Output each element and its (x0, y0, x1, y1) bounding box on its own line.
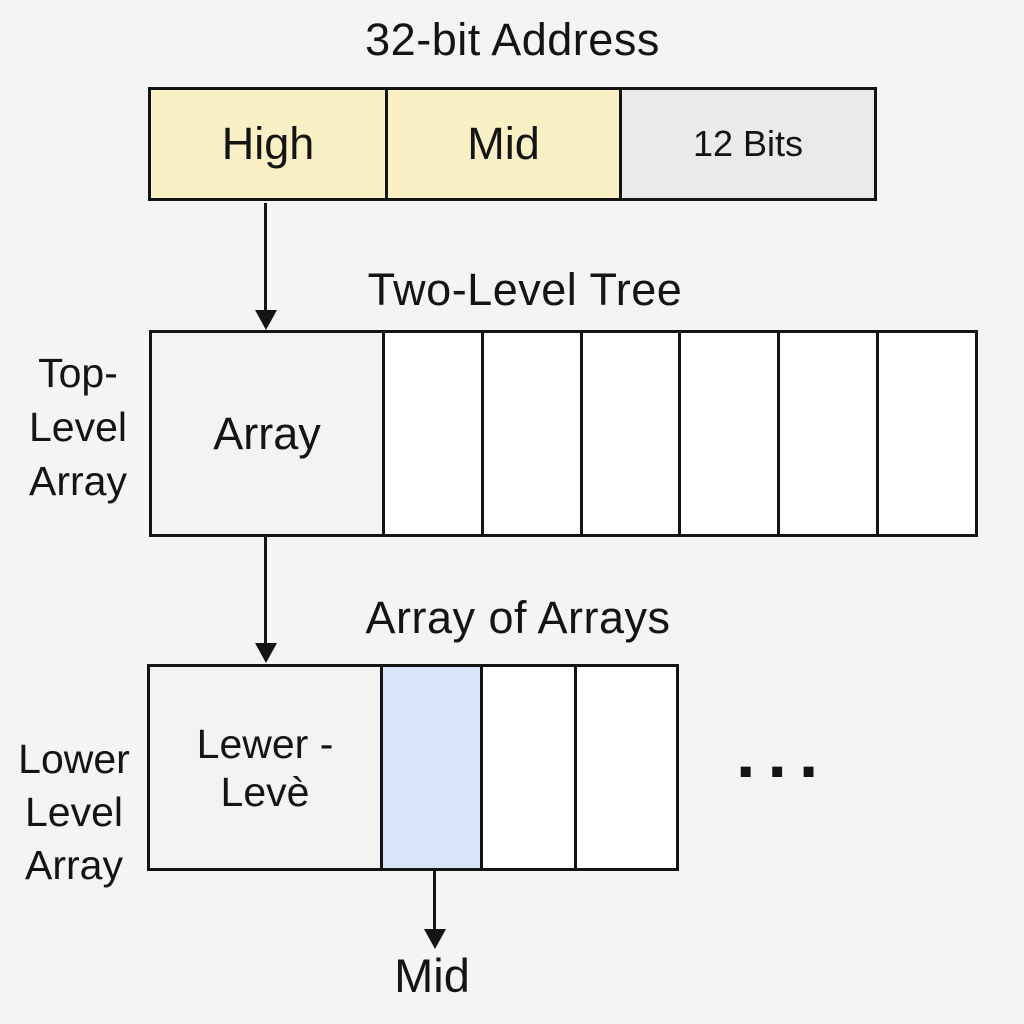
lower-level-array-side-label: Lower Level Array (0, 733, 148, 892)
top-array-empty-cell (579, 333, 679, 534)
top-array-empty-cell (678, 333, 778, 534)
two-level-tree-title: Two-Level Tree (367, 264, 683, 315)
arrow-high-to-top-array (254, 203, 277, 330)
address-cell-12bits: 12 Bits (619, 90, 874, 198)
top-array-empty-cell (876, 333, 975, 534)
top-array-empty-cell (777, 333, 877, 534)
side-label-line: Lower (18, 736, 130, 782)
address-box: High Mid 12 Bits (148, 87, 877, 201)
address-title: 32-bit Address (365, 14, 660, 65)
top-level-array-box: Array (149, 330, 978, 537)
arrow-array-to-lower-array (254, 537, 277, 663)
top-level-array-side-label: Top- Level Array (8, 346, 148, 508)
arrowhead-down-icon (254, 310, 277, 330)
side-label-line: Top- (38, 350, 118, 396)
lower-array-empty-cell (480, 667, 574, 868)
arrow-highlight-to-mid (423, 871, 446, 949)
lower-array-highlighted-cell (380, 667, 480, 868)
lower-level-array-box: Lewer - Levè (147, 664, 679, 871)
side-label-line: Array (29, 458, 127, 504)
mid-label: Mid (394, 949, 470, 1002)
lower-array-cell-label: Lewer - Levè (150, 667, 380, 868)
side-label-line: Array (25, 842, 123, 888)
lower-cell-line: Levè (220, 768, 310, 815)
array-of-arrays-title: Array of Arrays (365, 592, 671, 643)
arrowhead-down-icon (254, 643, 277, 663)
top-array-cell-array: Array (152, 333, 382, 534)
ellipsis: ... (736, 714, 831, 792)
side-label-line: Level (28, 404, 127, 450)
address-cell-high: High (151, 90, 385, 198)
top-array-empty-cell (382, 333, 481, 534)
lower-array-empty-cell (574, 667, 676, 868)
lower-cell-line: Lewer - (196, 720, 334, 767)
address-cell-mid: Mid (385, 90, 619, 198)
side-label-line: Level (24, 789, 123, 835)
arrowhead-down-icon (423, 929, 446, 949)
top-array-empty-cell (480, 333, 580, 534)
